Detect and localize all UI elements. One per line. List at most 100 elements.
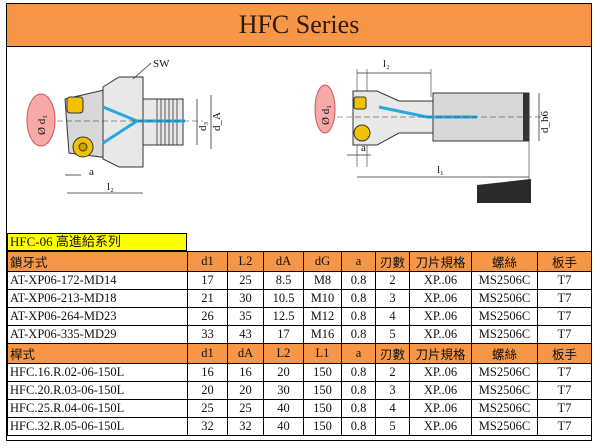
shank-tool-drawing: l₂ Ø d₁ d_h6 a l₁ (314, 58, 551, 203)
table-cell: 12.5 (263, 307, 304, 326)
l2-label-left: l₂ (107, 181, 114, 193)
table-cell: 21 (187, 289, 228, 308)
insert-top-right (353, 96, 367, 110)
table-cell: 30 (263, 381, 304, 400)
table-cell: 2 (375, 271, 410, 290)
table-cell: 43 (227, 325, 264, 344)
table-cell: 150 (303, 399, 342, 418)
table-cell: AT-XP06-213-MD18 (7, 289, 188, 308)
table-cell: T7 (537, 399, 592, 418)
table-cell: MS2506C (471, 289, 538, 308)
table-cell: XP..06 (409, 363, 472, 382)
l2-label-right: l₂ (383, 58, 390, 70)
table-cell: T7 (537, 363, 592, 382)
catalog-page: HFC Series Ø d₁ SW (6, 3, 592, 441)
table-cell: HFC.25.R.04-06-150L (7, 399, 188, 418)
header-cell: 刃數 (375, 251, 410, 272)
table-cell: 16 (187, 363, 228, 382)
table-cell: XP..06 (409, 271, 472, 290)
table-cell: M8 (303, 271, 342, 290)
table-cell: MS2506C (471, 271, 538, 290)
table-cell: T7 (537, 417, 592, 436)
table-cell: AT-XP06-172-MD14 (7, 271, 188, 290)
header-cell: L2 (227, 251, 264, 272)
table-cell: 5 (375, 325, 410, 344)
table-cell: 40 (263, 399, 304, 418)
table-cell: 40 (263, 417, 304, 436)
table-cell: XP..06 (409, 417, 472, 436)
table-cell: 20 (187, 381, 228, 400)
table-cell: XP..06 (409, 307, 472, 326)
table-cell: 16 (227, 363, 264, 382)
table-cell: 25 (227, 399, 264, 418)
table-cell: 0.8 (341, 417, 376, 436)
header-cell: a (341, 251, 376, 272)
table-cell: 32 (187, 417, 228, 436)
header-cell: dA (227, 343, 264, 364)
table-cell: XP..06 (409, 399, 472, 418)
table-cell: 4 (375, 307, 410, 326)
table-cell: 0.8 (341, 399, 376, 418)
table-cell: 0.8 (341, 307, 376, 326)
table-cell: 35 (227, 307, 264, 326)
header-cell: 鎖牙式 (7, 251, 188, 272)
header-cell: a (341, 343, 376, 364)
sw-label: SW (153, 58, 170, 70)
table-cell: XP..06 (409, 325, 472, 344)
table-cell: MS2506C (471, 381, 538, 400)
l1-label-right: l₁ (437, 164, 444, 176)
table-cell: 25 (227, 271, 264, 290)
table-cell: 8.5 (263, 271, 304, 290)
header-cell: d1 (187, 251, 228, 272)
screw-in-tool-drawing: Ø d₁ SW d₃ d_A (26, 58, 223, 194)
table-cell: 0.8 (341, 363, 376, 382)
table-cell: T7 (537, 289, 592, 308)
table-cell: MS2506C (471, 325, 538, 344)
table-cell: 0.8 (341, 271, 376, 290)
d1-label-right: Ø d₁ (320, 105, 332, 125)
table-cell: 10.5 (263, 289, 304, 308)
header-cell: 刀片規格 (409, 251, 472, 272)
table-cell: M10 (303, 289, 342, 308)
table-cell: 25 (187, 399, 228, 418)
header-cell: d1 (187, 343, 228, 364)
table-cell: XP..06 (409, 381, 472, 400)
table-cell: AT-XP06-264-MD23 (7, 307, 188, 326)
table-cell: T7 (537, 381, 592, 400)
header-cell: 刀片規格 (409, 343, 472, 364)
header-cell: 板手 (537, 343, 592, 364)
table-cell: T7 (537, 325, 592, 344)
table-cell: 17 (187, 271, 228, 290)
d1-highlight-right (314, 84, 336, 134)
a-label-left: a (89, 166, 94, 178)
table-cell: T7 (537, 307, 592, 326)
table-cell: 20 (263, 363, 304, 382)
table-cell: MS2506C (471, 363, 538, 382)
header-cell: L1 (303, 343, 342, 364)
tool-drawing: Ø d₁ SW d₃ d_A (26, 58, 551, 203)
table-cell: 3 (375, 381, 410, 400)
page-title: HFC Series (7, 4, 591, 47)
table-cell: 33 (187, 325, 228, 344)
table-cell: 0.8 (341, 325, 376, 344)
insert-bottom-right (353, 124, 371, 142)
table-cell: 2 (375, 363, 410, 382)
insert-top (66, 96, 84, 114)
table-cell: 150 (303, 381, 342, 400)
header-cell: 螺絲 (471, 251, 538, 272)
header-cell: 螺絲 (471, 343, 538, 364)
table-cell: 5 (375, 417, 410, 436)
header-cell: dA (263, 251, 304, 272)
table-cell: MS2506C (471, 307, 538, 326)
table-cell: 32 (227, 417, 264, 436)
